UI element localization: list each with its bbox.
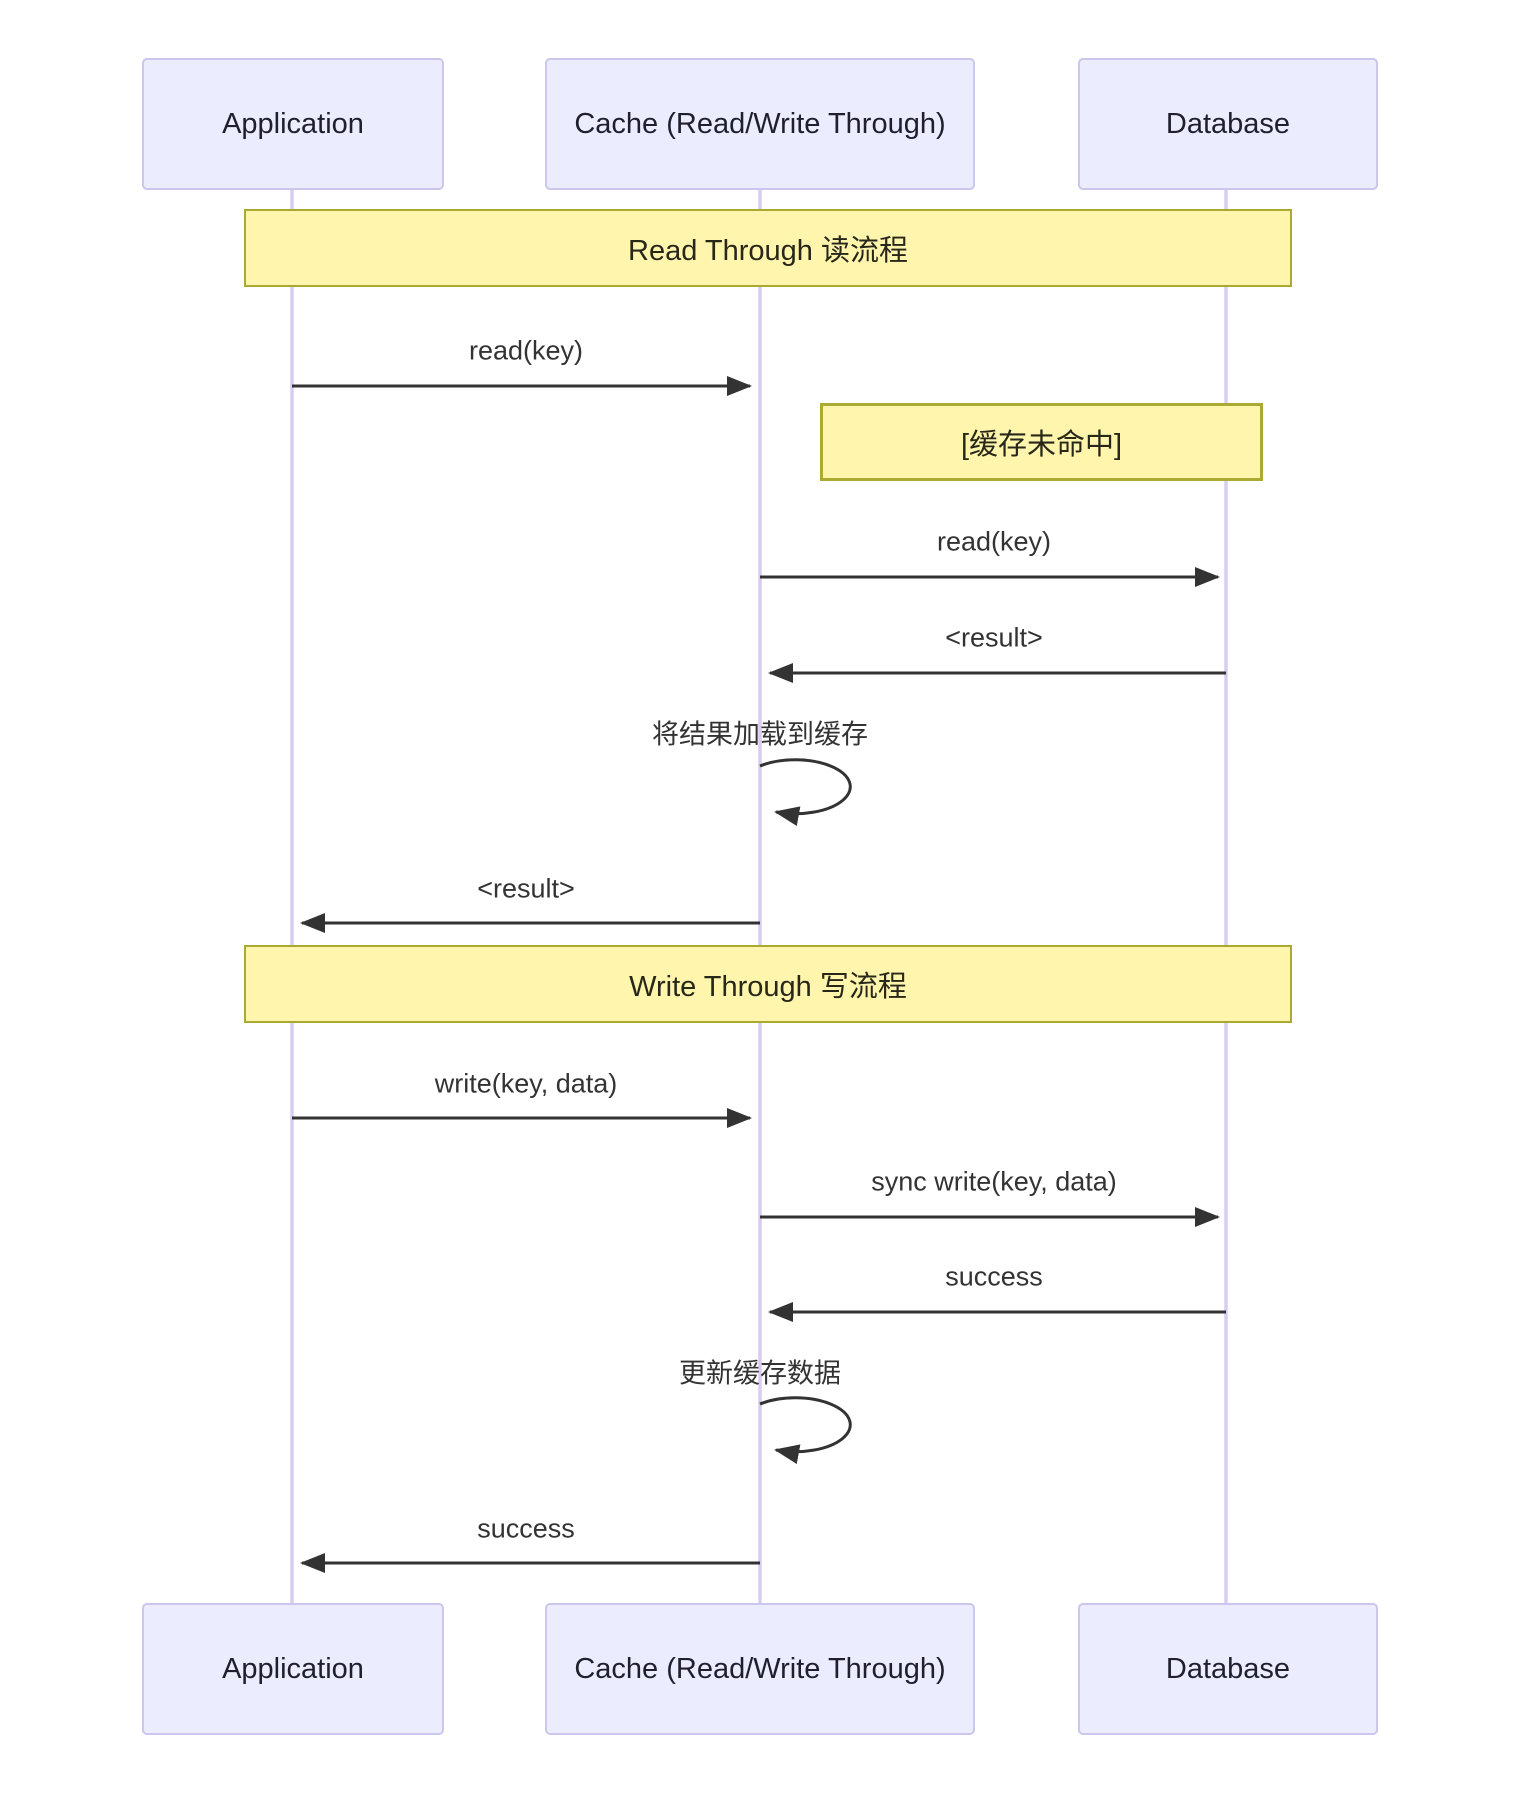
msg-label-result-1: <result> [945, 622, 1043, 653]
actor-bottom-cache: Cache (Read/Write Through) [545, 1603, 975, 1735]
msg-label-load-result-to-cache: 将结果加载到缓存 [652, 719, 868, 750]
msg-label-sync-write: sync write(key, data) [871, 1166, 1117, 1197]
banner-label: Write Through 写流程 [629, 971, 907, 1003]
actor-label: Database [1165, 107, 1291, 140]
actor-bottom-database: Database [1078, 1603, 1378, 1735]
actor-top-application: Application [142, 58, 444, 190]
msg-label-success-2: success [477, 1513, 575, 1544]
banner-label: Read Through 读流程 [628, 235, 908, 267]
actor-label: Application [222, 107, 364, 140]
actor-label: Application [222, 1652, 364, 1685]
msg-label-success-1: success [945, 1261, 1043, 1292]
msg-label-read-key-2: read(key) [936, 526, 1052, 557]
note-label: [缓存未命中] [960, 429, 1123, 461]
actor-label: Cache (Read/Write Through) [574, 1652, 946, 1685]
msg-label-result-2: <result> [477, 873, 575, 904]
banner-read-through: Read Through 读流程 [244, 209, 1292, 287]
msg-label-read-key-1: read(key) [468, 335, 584, 366]
msg-label-write-key-data: write(key, data) [434, 1068, 618, 1099]
self-loop-load-result-to-cache [759, 758, 852, 826]
banner-write-through: Write Through 写流程 [244, 945, 1292, 1023]
msg-label-update-cache-data: 更新缓存数据 [679, 1358, 841, 1389]
self-loop-update-cache-data [759, 1396, 852, 1464]
actor-top-cache: Cache (Read/Write Through) [545, 58, 975, 190]
actor-bottom-application: Application [142, 1603, 444, 1735]
actor-top-database: Database [1078, 58, 1378, 190]
actor-label: Cache (Read/Write Through) [574, 107, 946, 140]
note-cache-miss: [缓存未命中] [820, 403, 1263, 481]
actor-label: Database [1165, 1652, 1291, 1685]
